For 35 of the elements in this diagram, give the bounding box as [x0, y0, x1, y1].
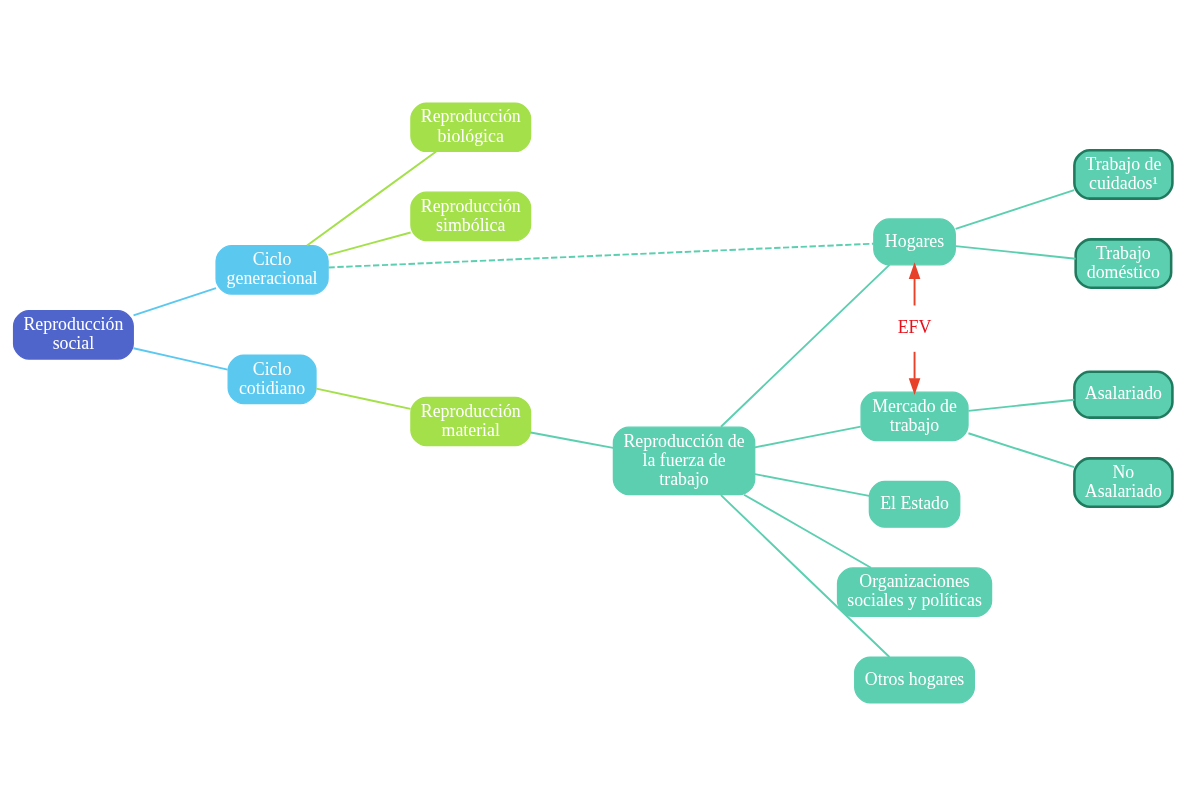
connector	[529, 431, 615, 449]
arrow	[908, 262, 921, 307]
connector	[967, 398, 1076, 412]
node-box: Organizaciones sociales y políticas	[836, 567, 993, 617]
connector	[327, 242, 875, 269]
connector	[743, 493, 872, 569]
node-text: EFV	[897, 317, 932, 338]
connector	[315, 387, 412, 410]
connector	[954, 189, 1076, 230]
connector	[954, 245, 1077, 260]
connector	[754, 473, 871, 497]
node-box: Hogares	[873, 218, 956, 266]
node-box: Reproducción simbólica	[410, 191, 532, 242]
node-box: Ciclo generacional	[215, 245, 329, 295]
connector	[967, 432, 1076, 469]
connector	[720, 263, 891, 428]
node-box: Reproducción de la fuerza de trabajo	[612, 426, 756, 496]
node-box: Asalariado	[1073, 370, 1174, 419]
node-box: Trabajo de cuidados¹	[1073, 148, 1174, 200]
node-box: Reproducción social	[12, 310, 134, 360]
node-box: No Asalariado	[1073, 457, 1174, 509]
node-box: Ciclo cotidiano	[227, 354, 317, 405]
connector	[132, 347, 229, 371]
arrow	[908, 350, 921, 395]
node-box: Otros hogares	[854, 656, 976, 704]
node-box: Mercado de trabajo	[860, 391, 969, 442]
connector	[327, 231, 412, 256]
node-box: Trabajo doméstico	[1074, 238, 1173, 290]
node-box: Reproducción biológica	[410, 102, 532, 153]
node-box: El Estado	[868, 480, 961, 528]
connector	[754, 425, 862, 449]
connector	[306, 150, 438, 247]
connector	[132, 287, 217, 317]
connector	[720, 494, 891, 658]
node-box: Reproducción material	[410, 396, 532, 447]
